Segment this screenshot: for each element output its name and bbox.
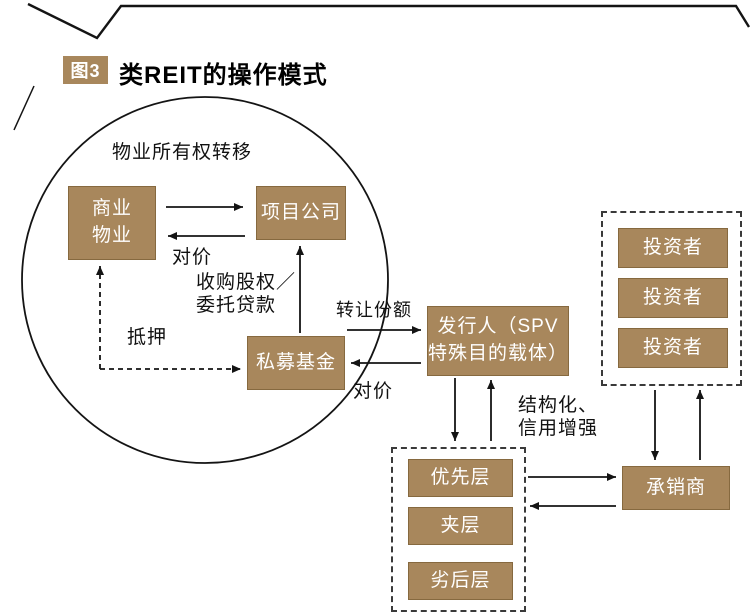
node-issuer-spv: 发行人（SPV 特殊目的载体） xyxy=(427,306,569,376)
label-consideration-right: 对价 xyxy=(353,381,394,402)
ownership-circle xyxy=(21,96,389,464)
node-commercial-property: 商业 物业 xyxy=(68,186,156,260)
label-equity-acquisition: 收购股权／ 委托贷款 xyxy=(196,272,297,316)
node-underwriter: 承销商 xyxy=(622,466,730,510)
node-investor: 投资者 xyxy=(618,228,728,268)
tranches-group: 优先层 夹层 劣后层 xyxy=(391,447,526,612)
label-share-transfer: 转让份额 xyxy=(336,300,412,320)
node-mezzanine-tranche: 夹层 xyxy=(408,507,513,545)
node-private-fund: 私募基金 xyxy=(247,336,345,390)
node-junior-tranche: 劣后层 xyxy=(408,562,513,600)
label-consideration-top: 对价 xyxy=(172,247,213,268)
node-investor: 投资者 xyxy=(618,328,728,368)
decorative-tick xyxy=(13,85,35,131)
investors-group: 投资者 投资者 投资者 xyxy=(601,211,742,386)
label-mortgage: 抵押 xyxy=(127,327,168,348)
decorative-zigzag xyxy=(27,2,751,40)
node-investor: 投资者 xyxy=(618,278,728,318)
node-senior-tranche: 优先层 xyxy=(408,459,513,497)
node-project-company: 项目公司 xyxy=(256,186,346,240)
figure-badge: 图3 xyxy=(63,56,108,84)
label-structuring: 结构化、 信用增强 xyxy=(518,395,599,439)
label-ownership-transfer: 物业所有权转移 xyxy=(112,142,253,163)
figure-title: 类REIT的操作模式 xyxy=(119,62,328,89)
